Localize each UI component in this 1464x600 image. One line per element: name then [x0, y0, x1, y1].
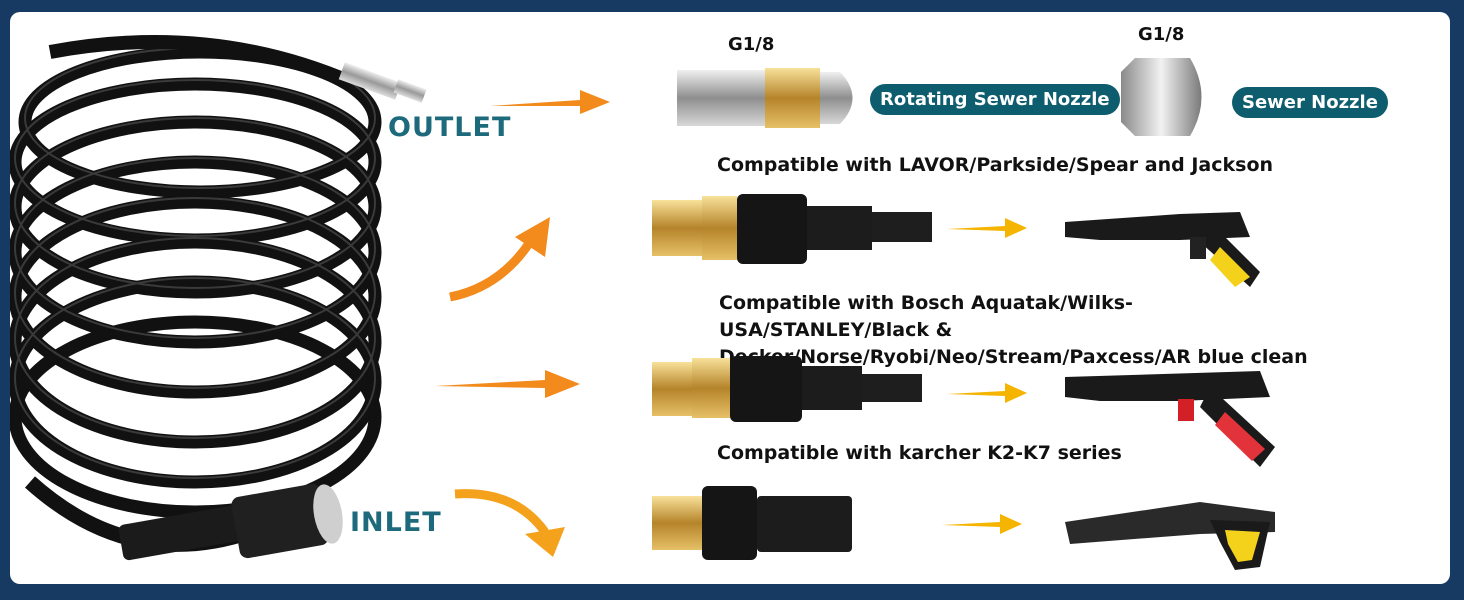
arrow-icon: [942, 514, 1022, 534]
spray-gun-icon: [1065, 212, 1260, 287]
thread-size-label: G1/8: [728, 34, 775, 55]
compatibility-line: Compatible with Bosch Aquatak/Wilks-USA/…: [719, 292, 1133, 341]
adapter-icon: [652, 486, 852, 560]
arrow-icon: [947, 383, 1027, 403]
thread-size-label: G1/8: [1138, 24, 1185, 45]
spray-gun-icon: [1065, 371, 1275, 467]
rotating-nozzle-icon: [677, 68, 853, 128]
adapter-icon: [652, 356, 922, 422]
arrow-icon: [449, 217, 550, 302]
compatibility-line: Decker/Norse/Ryobi/Neo/Stream/Paxcess/AR…: [719, 346, 1308, 368]
compatibility-text-karcher: Compatible with karcher K2-K7 series: [717, 442, 1122, 464]
compatibility-text-lavor: Compatible with LAVOR/Parkside/Spear and…: [717, 154, 1274, 176]
arrow-icon: [454, 489, 565, 557]
inlet-label: INLET: [350, 507, 442, 538]
sewer-nozzle-icon: [1121, 58, 1202, 136]
sewer-nozzle-badge: Sewer Nozzle: [1232, 87, 1388, 118]
arrow-icon: [947, 218, 1027, 238]
arrow-icon: [435, 370, 580, 398]
rotating-nozzle-badge: Rotating Sewer Nozzle: [870, 84, 1120, 115]
product-card: OUTLET INLET G1/8 G1/8 Rotating Sewer No…: [10, 12, 1450, 584]
spray-gun-icon: [1065, 502, 1275, 570]
outlet-label: OUTLET: [388, 112, 512, 143]
compatibility-text-bosch: Compatible with Bosch Aquatak/Wilks-USA/…: [719, 290, 1339, 371]
hose-coil-icon: [10, 35, 427, 561]
arrow-icon: [490, 90, 610, 114]
adapter-icon: [652, 194, 932, 264]
